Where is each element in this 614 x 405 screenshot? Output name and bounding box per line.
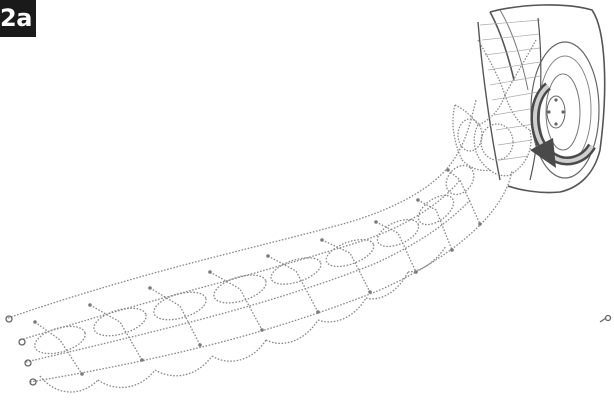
chain-end-hooks xyxy=(6,316,611,386)
chain-on-tire xyxy=(453,40,536,176)
chain-net xyxy=(8,100,512,392)
